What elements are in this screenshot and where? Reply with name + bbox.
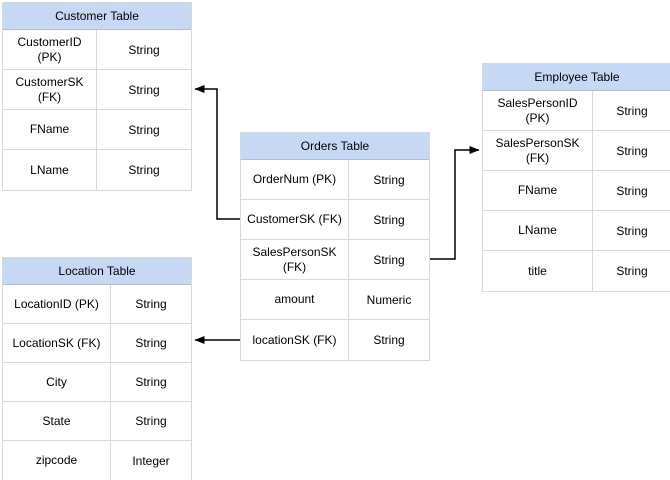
customer-table-title[interactable]: Customer Table <box>3 3 191 30</box>
field-name-cell: OrderNum (PK) <box>241 160 349 199</box>
field-type-cell: String <box>373 172 405 187</box>
field-name-cell: LocationID (PK) <box>3 285 111 323</box>
field-name-cell: LName <box>483 211 593 250</box>
field-type-cell: String <box>373 252 405 267</box>
field-type-cell: String <box>135 414 167 428</box>
orders-table-title[interactable]: Orders Table <box>241 133 429 160</box>
field-name-cell: title <box>483 251 593 291</box>
field-name-cell: SalesPersonID (PK) <box>483 91 593 130</box>
table-row[interactable]: CustomerSK (FK) String <box>3 70 191 110</box>
table-row[interactable]: State String <box>3 402 191 441</box>
field-name-cell: SalesPersonSK (FK) <box>241 240 349 279</box>
field-name-cell: CustomerSK (FK) <box>3 70 97 109</box>
field-type-cell: String <box>373 333 405 347</box>
field-name-cell: LName <box>3 150 97 190</box>
field-name-cell: LocationSK (FK) <box>3 324 111 362</box>
field-name-cell: CustomerSK (FK) <box>241 200 349 239</box>
table-row[interactable]: LocationSK (FK) String <box>3 324 191 363</box>
employee-table-title[interactable]: Employee Table <box>483 64 670 91</box>
orders-to-customer-arrow[interactable] <box>194 85 240 220</box>
table-row[interactable]: City String <box>3 363 191 402</box>
field-name-cell: locationSK (FK) <box>241 320 349 360</box>
table-row[interactable]: FName String <box>483 171 670 211</box>
field-name-cell: zipcode <box>3 441 111 480</box>
field-name-cell: FName <box>483 171 593 210</box>
table-row[interactable]: LocationID (PK) String <box>3 285 191 324</box>
table-row[interactable]: LName String <box>3 150 191 190</box>
field-type-cell: String <box>616 183 648 198</box>
field-type-cell: Numeric <box>366 292 412 307</box>
field-type-cell: Integer <box>132 453 170 468</box>
table-row[interactable]: LName String <box>483 211 670 251</box>
field-type-cell: String <box>135 297 167 311</box>
field-type-cell: String <box>616 103 648 118</box>
table-row[interactable]: zipcode Integer <box>3 441 191 480</box>
field-type-cell: String <box>616 143 648 158</box>
field-name-cell: amount <box>241 280 349 319</box>
field-type-cell: String <box>135 336 167 350</box>
field-name-cell: FName <box>3 110 97 149</box>
field-type-cell: String <box>128 82 160 97</box>
orders-to-employee-arrow[interactable] <box>430 146 480 260</box>
field-name-cell: SalesPersonSK (FK) <box>483 131 593 170</box>
field-type-cell: String <box>373 212 405 227</box>
table-row[interactable]: SalesPersonID (PK) String <box>483 91 670 131</box>
field-name-cell: CustomerID (PK) <box>3 30 97 69</box>
table-row[interactable]: CustomerID (PK) String <box>3 30 191 70</box>
field-name-cell: City <box>3 363 111 401</box>
field-name-cell: State <box>3 402 111 440</box>
field-type-cell: String <box>128 122 160 137</box>
field-type-cell: String <box>135 375 167 389</box>
table-row[interactable]: OrderNum (PK) String <box>241 160 429 200</box>
table-row[interactable]: locationSK (FK) String <box>241 320 429 360</box>
table-row[interactable]: SalesPersonSK (FK) String <box>241 240 429 280</box>
table-row[interactable]: amount Numeric <box>241 280 429 320</box>
field-type-cell: String <box>128 42 160 57</box>
field-type-cell: String <box>616 223 648 238</box>
field-type-cell: String <box>616 264 648 278</box>
table-row[interactable]: SalesPersonSK (FK) String <box>483 131 670 171</box>
table-row[interactable]: title String <box>483 251 670 291</box>
field-type-cell: String <box>128 163 160 177</box>
location-table-title[interactable]: Location Table <box>3 258 191 285</box>
table-row[interactable]: CustomerSK (FK) String <box>241 200 429 240</box>
table-row[interactable]: FName String <box>3 110 191 150</box>
